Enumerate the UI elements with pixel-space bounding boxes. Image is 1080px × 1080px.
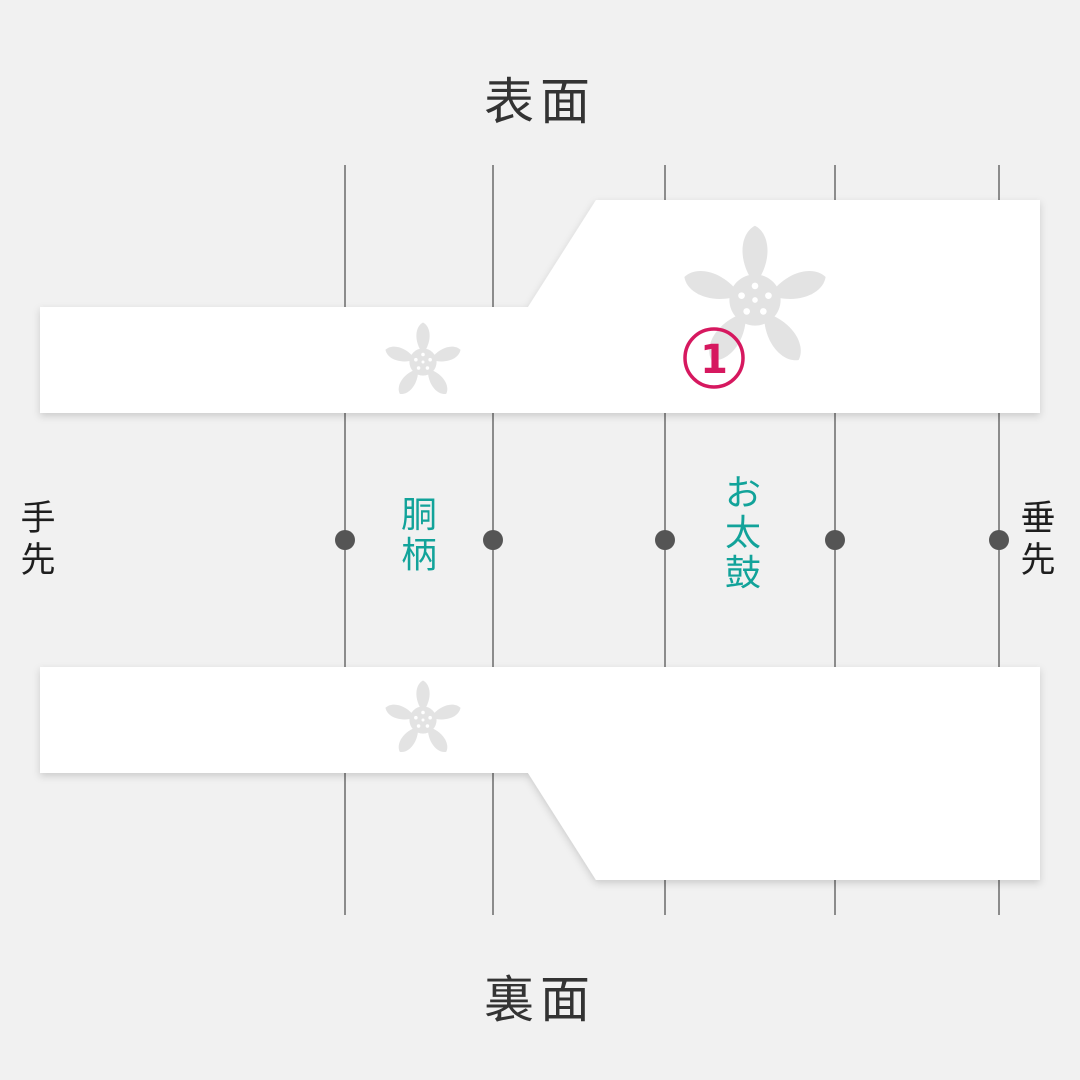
back-face-title: 裏面 — [484, 971, 596, 1029]
front-face-title: 表面 — [484, 73, 596, 131]
position-dot — [655, 530, 675, 550]
circled-number-icon: 1 — [683, 327, 745, 389]
back-band — [40, 667, 1040, 880]
position-dot — [335, 530, 355, 550]
front-band — [40, 200, 1040, 413]
dou-section-label: 胴柄 — [400, 495, 437, 576]
right-end-label: 垂先 — [1020, 499, 1056, 581]
position-dot — [483, 530, 503, 550]
marker-number: 1 — [700, 337, 728, 383]
otaiko-section-label: お太鼓 — [724, 473, 761, 594]
left-end-label: 手先 — [20, 499, 56, 581]
position-dot — [825, 530, 845, 550]
position-dots — [335, 530, 1009, 550]
position-dot — [989, 530, 1009, 550]
